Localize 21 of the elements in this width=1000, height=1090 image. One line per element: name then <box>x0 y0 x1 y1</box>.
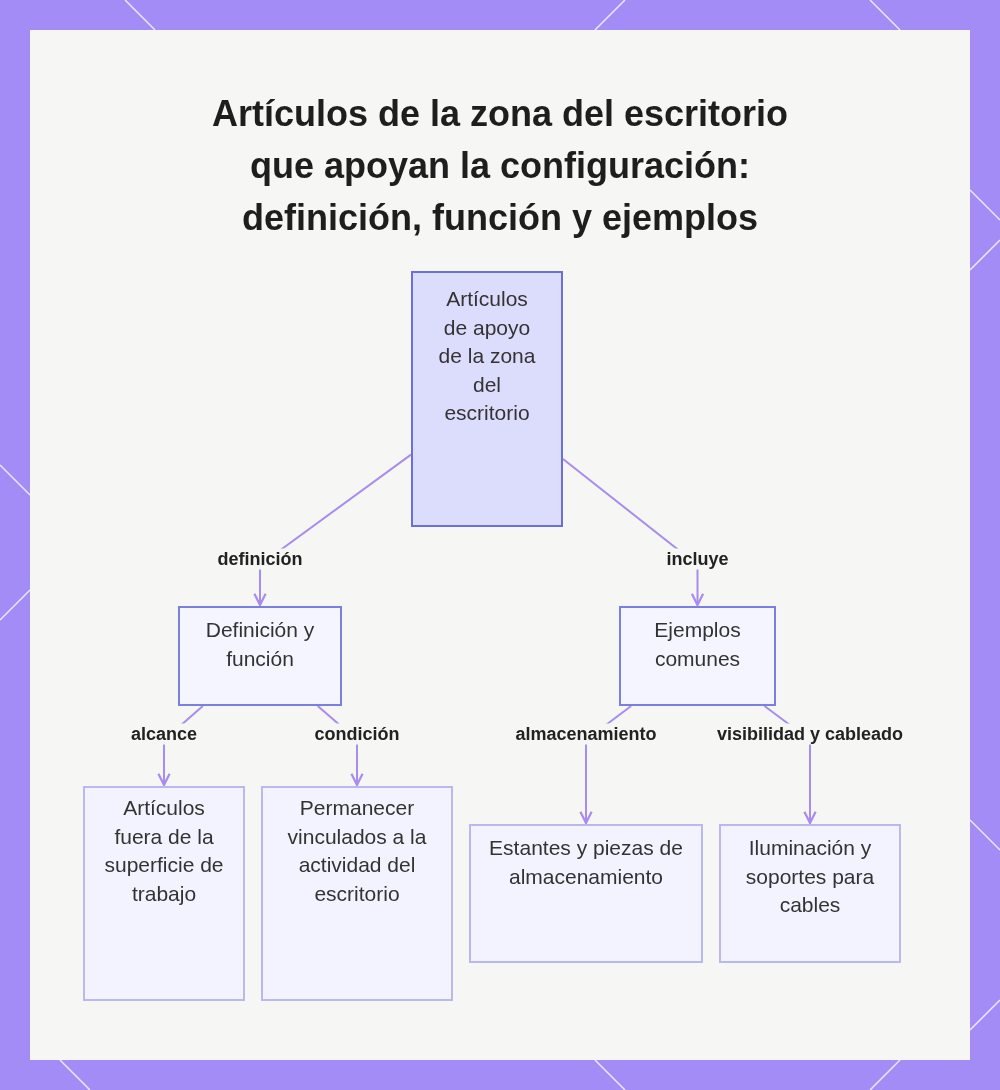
concept-box <box>469 824 703 963</box>
node-text: Artículos de apoyo de la zona del escritorio <box>437 286 537 427</box>
concept-box <box>83 786 245 1001</box>
concept-box <box>411 271 563 527</box>
concept-box <box>261 786 453 1001</box>
node-text: Definición y función <box>204 617 316 672</box>
concept-box <box>619 606 776 706</box>
node-text: Iluminación y soportes para cables <box>744 835 876 919</box>
node-text: Permanecer vinculados a la actividad del escritorio <box>286 795 428 907</box>
concept-box <box>178 606 342 706</box>
edge-label: definición <box>215 548 305 570</box>
node-text: Artículos fuera de la superficie de trabajo <box>103 795 225 907</box>
title: Artículos de la zona del escritorio que apoyan la configuración: definición, función y ejemplos <box>210 92 790 241</box>
edge-label: incluye <box>664 548 731 570</box>
node-text: Ejemplos comunes <box>653 617 742 672</box>
node-text: Estantes y piezas de almacenamiento <box>488 835 684 890</box>
edge-label: visibilidad y cableado <box>714 723 906 745</box>
edge-label: alcance <box>128 723 200 745</box>
edge-label: condición <box>312 723 402 745</box>
edge-label: almacenamiento <box>513 723 659 745</box>
concept-box <box>719 824 901 963</box>
